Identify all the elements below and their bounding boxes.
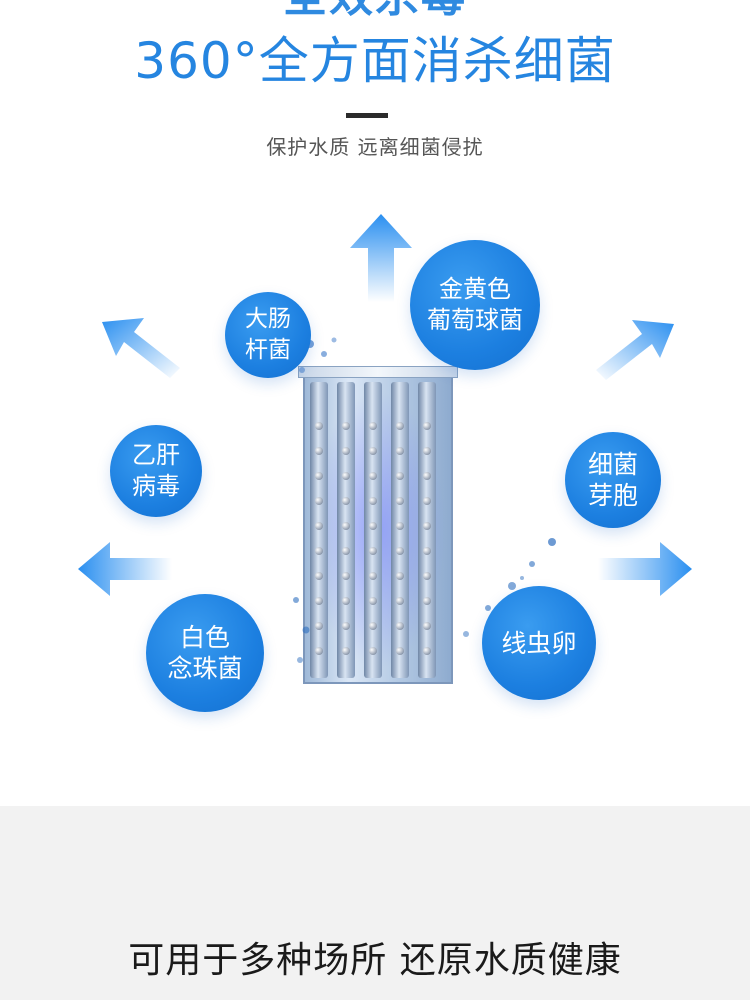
heading-cut-top: 全效杀毒 [0,0,750,22]
page-subtitle: 保护水质 远离细菌侵扰 [266,135,484,159]
tube-fitting [342,622,350,630]
bubble-label: 大肠 杆菌 [245,306,291,363]
tube-fitting [315,522,323,530]
tube-fitting [423,622,431,630]
tube-fitting [423,522,431,530]
tube-fitting [423,647,431,655]
tube-fitting [315,572,323,580]
tube-fitting [396,497,404,505]
bubble-label: 细菌 芽胞 [587,450,638,510]
tube-fitting [396,647,404,655]
arrow-left-icon [78,542,172,596]
tube-fitting [315,547,323,555]
tube-fitting [315,647,323,655]
tube-fitting [396,422,404,430]
tube-fitting [315,497,323,505]
title-divider [346,113,388,118]
tube-fitting [315,597,323,605]
water-splash-icon [299,337,337,373]
tube-fitting [423,472,431,480]
tube-fitting [396,572,404,580]
bubble-baise-nianzhujun: 白色 念珠菌 [146,594,264,712]
bubble-jinhuangse-putaoqiujun: 金黄色 葡萄球菌 [410,240,540,370]
bubble-label: 金黄色 葡萄球菌 [427,275,523,334]
tube-fitting [423,422,431,430]
bubble-label: 乙肝 病毒 [132,441,180,500]
tube-fitting [342,422,350,430]
tube-fitting [423,547,431,555]
tube-fitting [369,647,377,655]
uv-tube [391,382,409,678]
arrow-upleft-icon [102,318,180,378]
tube-fitting [342,497,350,505]
tube-fitting [369,547,377,555]
device-top-bar [298,366,458,378]
tube-fitting [342,647,350,655]
water-splash-icon [463,538,556,637]
tube-fitting [396,522,404,530]
tube-fitting [315,472,323,480]
bubble-xianchongluan: 线虫卵 [482,586,596,700]
tube-fitting [342,547,350,555]
footer-tagline: 可用于多种场所 还原水质健康 [128,940,622,981]
tube-fitting [342,522,350,530]
uv-tube [310,382,328,678]
page-title: 360°全方面消杀细菌 [134,32,616,90]
tube-fitting [369,447,377,455]
tube-fitting [342,447,350,455]
tube-fitting [369,422,377,430]
uv-tube [337,382,355,678]
tube-fitting [369,622,377,630]
tube-fitting [423,572,431,580]
tube-fitting [315,447,323,455]
tube-fitting [315,422,323,430]
tube-fitting [342,472,350,480]
tube-fitting [423,447,431,455]
arrow-up-icon [350,214,412,302]
bubble-dachang-ganjun: 大肠 杆菌 [225,292,311,378]
tube-fitting [423,497,431,505]
bubble-yigan-bingdu: 乙肝 病毒 [110,425,202,517]
tube-fitting [369,522,377,530]
tube-fitting [369,497,377,505]
tube-fitting [423,597,431,605]
tube-fitting [369,597,377,605]
tube-fitting [396,597,404,605]
bubble-label: 线虫卵 [501,628,577,658]
tube-fitting [369,572,377,580]
arrow-upright-icon [596,320,674,380]
bubble-xijun-yabao: 细菌 芽胞 [565,432,661,528]
tube-fitting [369,472,377,480]
arrow-right-icon [598,542,692,596]
tube-fitting [315,622,323,630]
tube-fitting [396,622,404,630]
bottom-section [0,806,750,1000]
tube-fitting [342,597,350,605]
tube-fitting [396,472,404,480]
bubble-label: 白色 念珠菌 [167,623,243,683]
uv-tube [418,382,436,678]
tube-fitting [396,447,404,455]
tube-fitting [342,572,350,580]
uv-tube [364,382,382,678]
water-splash-icon [293,597,310,663]
tube-fitting [396,547,404,555]
